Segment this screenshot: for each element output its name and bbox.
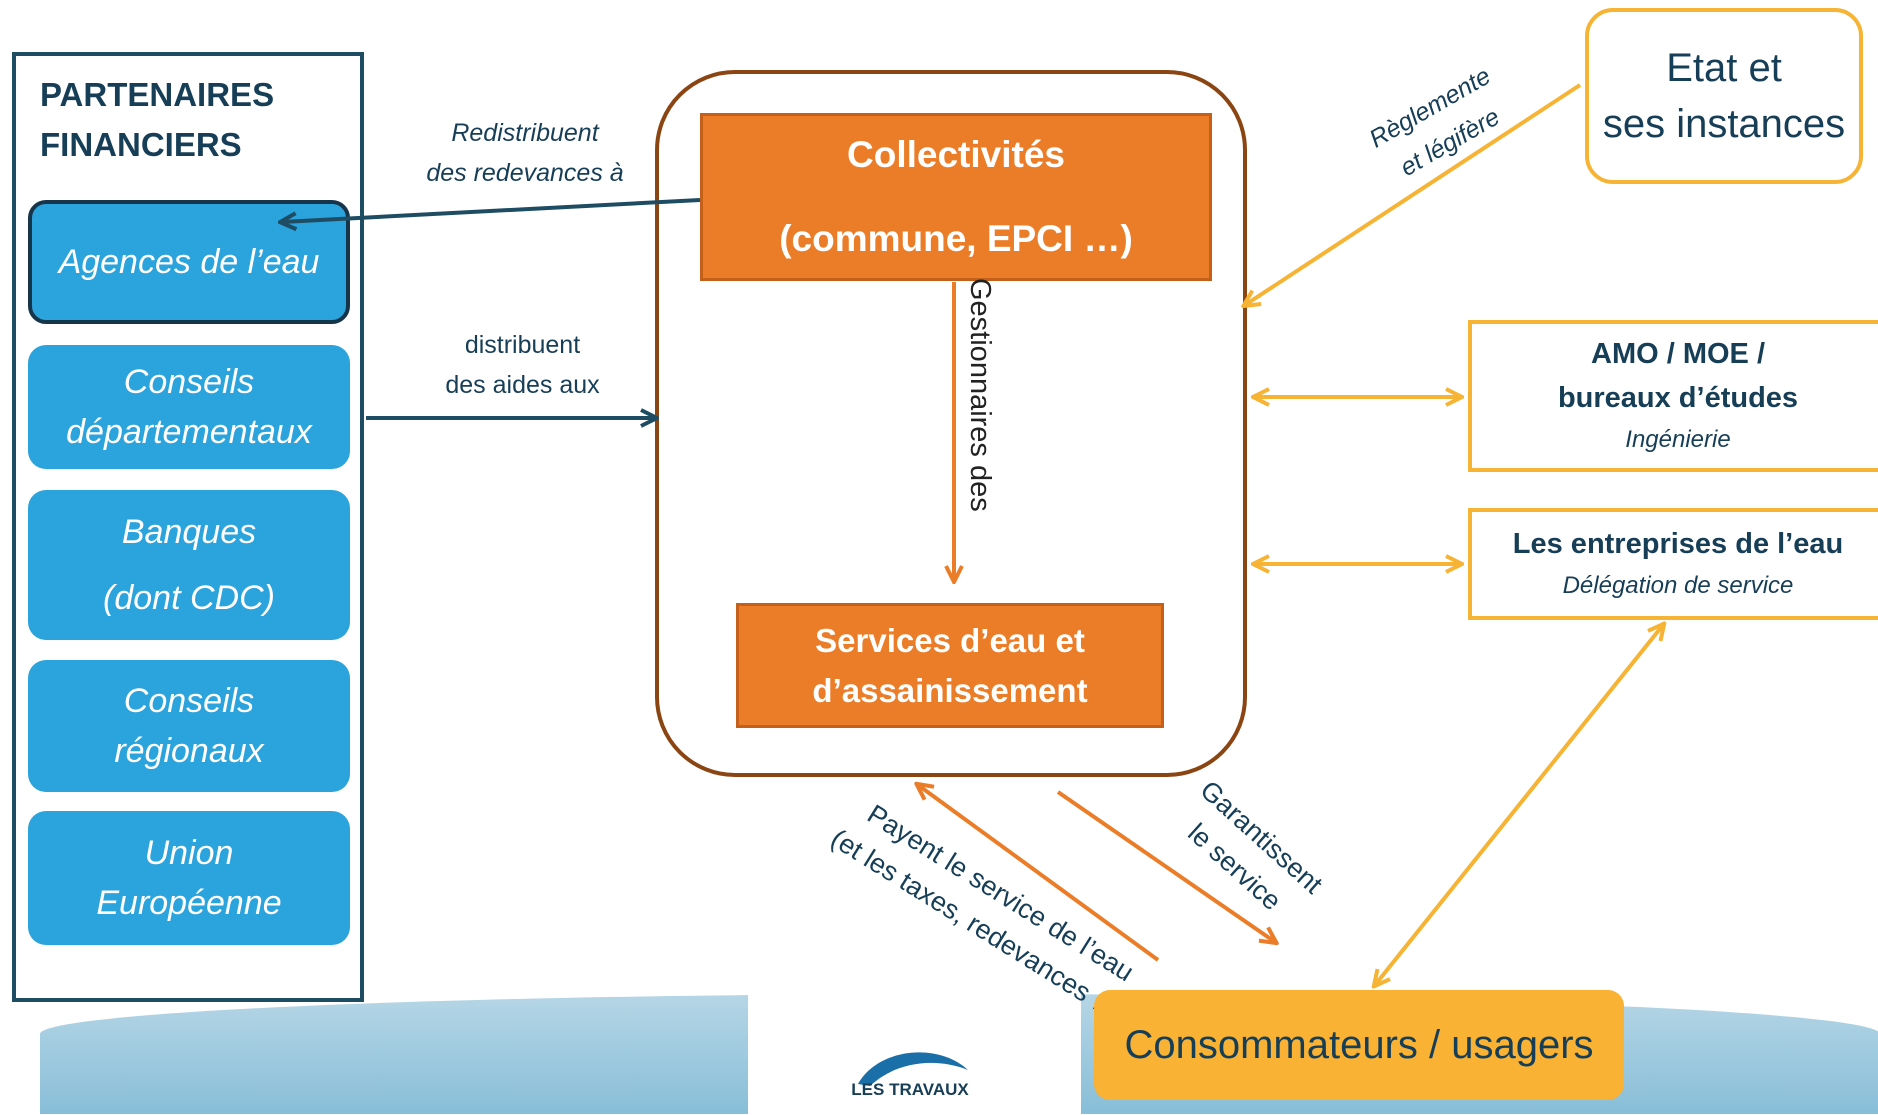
entreprises-consommateurs-arrow (1375, 625, 1663, 985)
collectivites-title: Collectivités (847, 134, 1065, 175)
partner-label-line-2: départementaux (66, 413, 312, 451)
gestionnaires-label: Gestionnaires des (964, 278, 996, 512)
logo-text: LES TRAVAUX (851, 1080, 969, 1099)
payent-arrow (918, 785, 1160, 962)
entreprises-title: Les entreprises de l’eau (1512, 528, 1844, 560)
partner-label-line-1: Conseils (123, 682, 255, 720)
partner-label-line-1: Union (144, 834, 234, 872)
partner-conseils-departementaux: Conseils départementaux (28, 345, 350, 469)
financial-partners-title: PARTENAIRES FINANCIERS (40, 70, 340, 170)
redistribuent-arrow (282, 198, 701, 222)
logo-swoosh-icon (858, 1052, 968, 1086)
partner-label: Agences de l’eau (58, 243, 320, 281)
partner-label-line-1: Banques (121, 513, 257, 551)
etat-line-2: ses instances (1602, 102, 1846, 146)
partner-label-line-2: (dont CDC) (103, 579, 275, 617)
amo-moe-box: AMO / MOE / bureaux d’études Ingénierie (1468, 320, 1878, 472)
redistribuent-line-1: Redistribuent (451, 119, 599, 147)
services-line-1: Services d’eau et (815, 621, 1085, 659)
amo-line-2: bureaux d’études (1557, 382, 1799, 414)
entreprises-subtitle: Délégation de service (1562, 572, 1794, 599)
collectivites-box: Collectivités (commune, EPCI …) (700, 113, 1212, 281)
partner-union-europeenne: Union Européenne (28, 811, 350, 945)
partner-label-line-2: Européenne (96, 884, 282, 922)
partner-conseils-regionaux: Conseils régionaux (28, 660, 350, 792)
redistribuent-label: Redistribuent des redevances à (395, 113, 655, 193)
entreprises-box: Les entreprises de l’eau Délégation de s… (1468, 508, 1878, 620)
reglemente-arrow (1245, 83, 1582, 305)
amo-subtitle: Ingénierie (1625, 426, 1731, 453)
etat-line-1: Etat et (1666, 46, 1782, 90)
partner-label-line-1: Conseils (123, 363, 255, 401)
title-line-2: FINANCIERS (40, 126, 242, 163)
les-travaux-logo: LES TRAVAUX (828, 1040, 988, 1100)
consommateurs-label: Consommateurs / usagers (1124, 1022, 1594, 1067)
title-line-1: PARTENAIRES (40, 76, 275, 113)
redistribuent-line-2: des redevances à (426, 159, 624, 187)
distribuent-line-2: des aides aux (445, 371, 600, 399)
garantissent-arrow (1056, 790, 1275, 942)
amo-line-1: AMO / MOE / (1591, 338, 1765, 370)
partner-label-line-2: régionaux (114, 732, 264, 770)
collectivites-subtitle: (commune, EPCI …) (779, 218, 1133, 259)
distribuent-line-1: distribuent (464, 331, 581, 359)
consommateurs-box: Consommateurs / usagers (1094, 990, 1624, 1100)
services-line-2: d’assainissement (812, 671, 1088, 709)
services-eau-box: Services d’eau et d’assainissement (736, 603, 1164, 728)
distribuent-label: distribuent des aides aux (415, 325, 630, 405)
partner-agences-de-leau: Agences de l’eau (28, 200, 350, 324)
etat-box: Etat et ses instances (1585, 8, 1863, 184)
partner-banques: Banques (dont CDC) (28, 490, 350, 640)
bottom-band-gap (748, 985, 1081, 1115)
